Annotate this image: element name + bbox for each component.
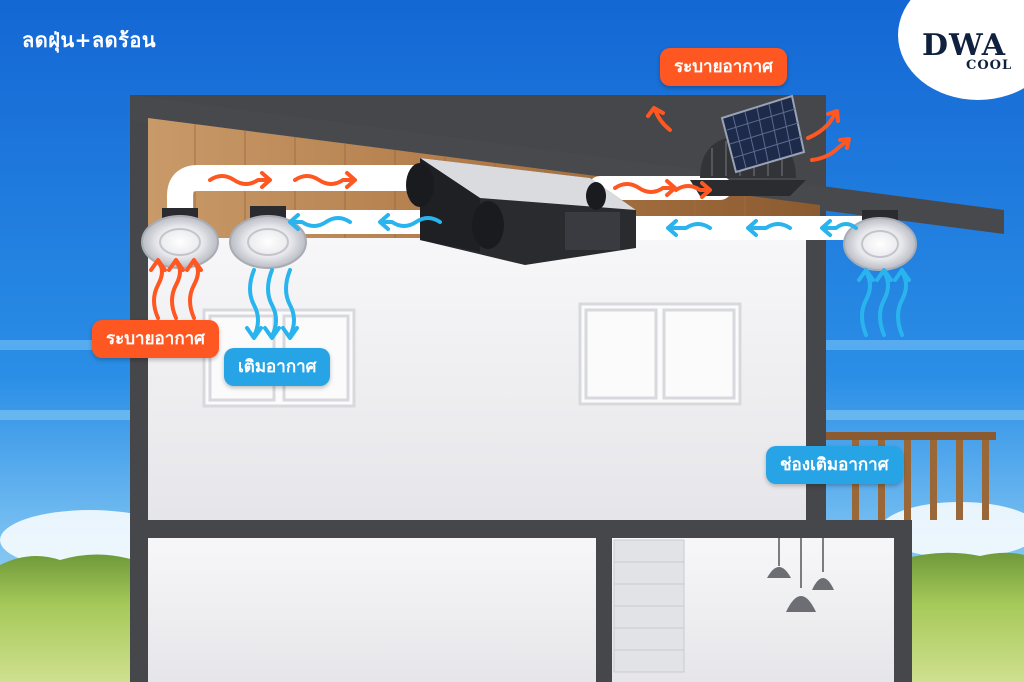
- staircase: [614, 540, 684, 672]
- lower-floor-wall-left: [148, 538, 596, 682]
- room-exhaust-label: ระบายอากาศ: [92, 320, 219, 358]
- headline: ลดฝุ่น+ลดร้อน: [22, 24, 156, 56]
- lower-floor-outer-wall: [894, 520, 912, 682]
- floor-slab: [130, 520, 826, 538]
- fresh-air-inlet-label: ช่องเติมอากาศ: [766, 446, 903, 484]
- balcony-slab: [826, 520, 894, 538]
- grass-left: [0, 554, 140, 682]
- grass-right: [900, 553, 1024, 682]
- roof-exhaust-label: ระบายอากาศ: [660, 48, 787, 86]
- logo-subtext: COOL: [966, 58, 1012, 73]
- window-right: [580, 304, 740, 404]
- room-supply-label: เติมอากาศ: [224, 348, 330, 386]
